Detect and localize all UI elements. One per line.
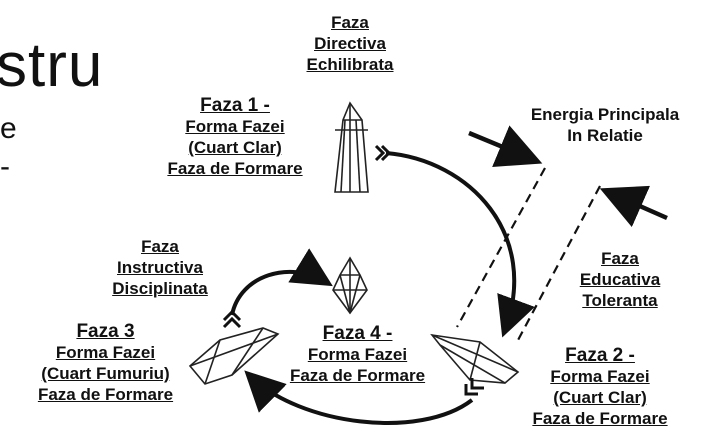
background-fragment-text: stru bbox=[0, 31, 104, 100]
phase-1-head: Faza 1 - bbox=[200, 95, 270, 116]
label-phase-4: Faza 4 - Forma Fazei Faza de Formare bbox=[265, 323, 450, 386]
instructive-line1: Faza bbox=[141, 237, 179, 256]
directive-line2: Directiva bbox=[314, 34, 386, 53]
phase-2-line3: Faza de Formare bbox=[532, 409, 668, 428]
directive-line1: Faza bbox=[331, 13, 369, 32]
cycle-arrows bbox=[230, 151, 535, 425]
phase-4-head: Faza 4 - bbox=[322, 323, 393, 344]
educative-line1: Faza bbox=[601, 249, 639, 268]
label-instructive-phase: Faza Instructiva Disciplinata bbox=[85, 236, 235, 299]
phase-3-line3: Faza de Formare bbox=[37, 385, 174, 404]
phase-2-head: Faza 2 - bbox=[565, 345, 635, 366]
crystal-phase-3 bbox=[188, 327, 280, 385]
energy-line2: In Relatie bbox=[567, 126, 643, 145]
phase-3-head: Faza 3 bbox=[76, 321, 135, 342]
label-educative-phase: Faza Educativa Toleranta bbox=[565, 248, 675, 311]
label-phase-3: Faza 3 Forma Fazei (Cuart Fumuriu) Faza … bbox=[8, 321, 203, 405]
educative-line3: Toleranta bbox=[582, 291, 658, 310]
instructive-line2: Instructiva bbox=[117, 258, 203, 277]
educative-line2: Educativa bbox=[579, 270, 661, 289]
phase-1-line2: (Cuart Clar) bbox=[188, 138, 282, 157]
energy-line1: Energia Principala bbox=[530, 105, 680, 124]
label-phase-2: Faza 2 - Forma Fazei (Cuart Clar) Faza d… bbox=[500, 345, 700, 429]
energy-dashed-lines bbox=[456, 167, 601, 343]
background-fragment-mark: - bbox=[0, 150, 10, 183]
crystal-phase-1 bbox=[334, 101, 369, 193]
instructive-line3: Disciplinata bbox=[112, 279, 208, 298]
label-energy: Energia Principala In Relatie bbox=[500, 104, 710, 146]
phase-4-line2: Faza de Formare bbox=[289, 366, 426, 385]
phase-3-line1: Forma Fazei bbox=[55, 343, 156, 362]
background-fragment-letter: e bbox=[0, 112, 17, 145]
phase-4-line1: Forma Fazei bbox=[307, 345, 408, 364]
phase-2-line2: (Cuart Clar) bbox=[553, 388, 647, 407]
crystal-phase-2 bbox=[430, 333, 520, 384]
phase-1-line1: Forma Fazei bbox=[185, 117, 285, 136]
directive-line3: Echilibrata bbox=[306, 55, 394, 74]
label-phase-1: Faza 1 - Forma Fazei (Cuart Clar) Faza d… bbox=[135, 95, 335, 179]
phase-2-line1: Forma Fazei bbox=[550, 367, 650, 386]
label-directive-phase: Faza Directiva Echilibrata bbox=[290, 12, 410, 75]
crystal-phase-4 bbox=[332, 256, 368, 315]
energy-arrows bbox=[468, 125, 668, 228]
chevron-marks bbox=[222, 144, 484, 396]
phase-3-line2: (Cuart Fumuriu) bbox=[41, 364, 170, 383]
phase-1-line3: Faza de Formare bbox=[167, 159, 303, 178]
